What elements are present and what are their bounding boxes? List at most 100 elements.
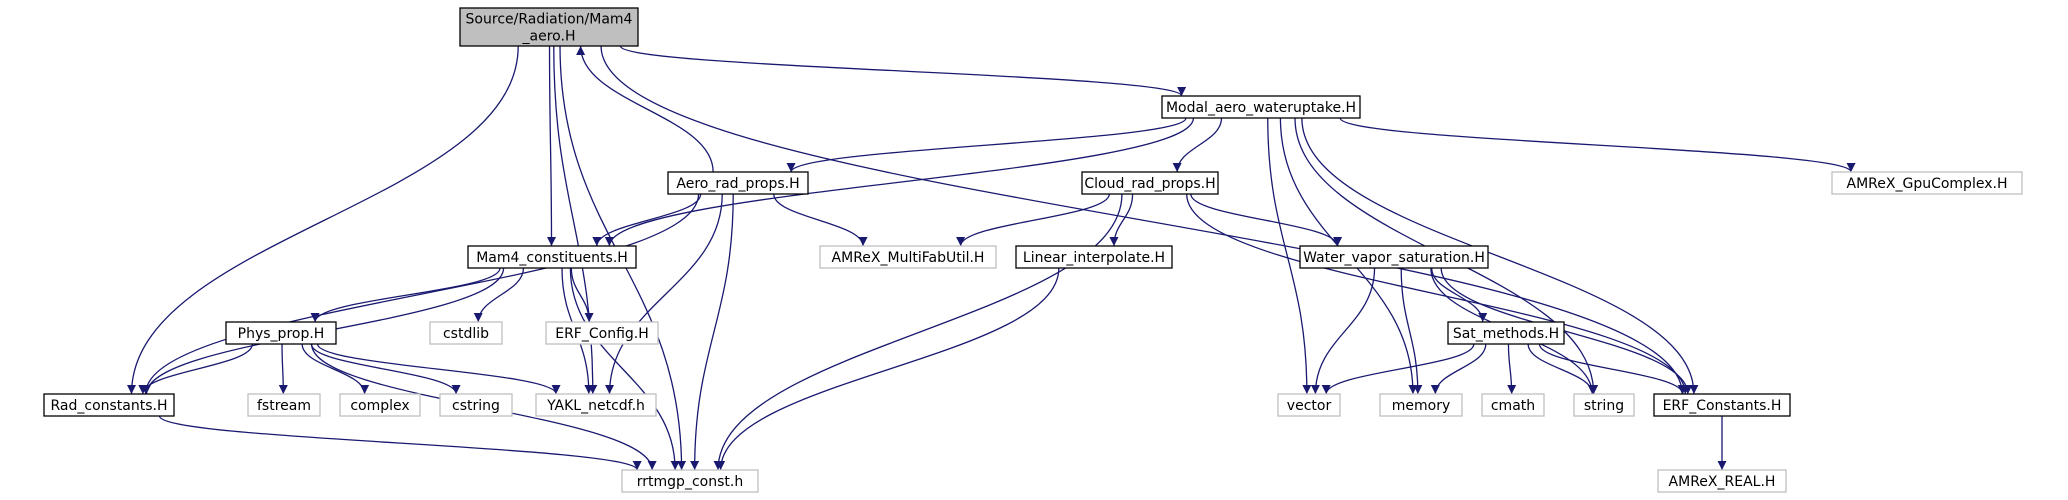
node-cloud[interactable]: Cloud_rad_props.H xyxy=(1081,171,1219,195)
node-yakl-box xyxy=(535,393,657,417)
node-vector-box xyxy=(1277,393,1341,417)
node-modal-label: Modal_aero_wateruptake.H xyxy=(1166,100,1356,116)
node-wvs[interactable]: Water_vapor_saturation.H xyxy=(1299,245,1489,269)
node-memory-box xyxy=(1379,393,1463,417)
node-mam4c-box xyxy=(467,245,637,269)
edge-aero-to-radconst xyxy=(141,193,700,395)
node-complex-box xyxy=(339,393,421,417)
edge-satmethods-to-string xyxy=(1527,343,1598,395)
node-vector: vector xyxy=(1277,393,1341,417)
edge-modal-to-mam4c xyxy=(604,117,1195,247)
node-memory-label: memory xyxy=(1392,398,1451,414)
node-aero-box xyxy=(667,171,809,195)
edge-root-to-erfconst xyxy=(600,45,1687,395)
node-amrexreal-label: AMReX_REAL.H xyxy=(1669,474,1776,490)
node-vector-label: vector xyxy=(1287,398,1332,414)
edge-aero-to-multifab xyxy=(773,193,868,247)
node-cstdlib: cstdlib xyxy=(429,321,503,345)
node-modal-box xyxy=(1161,95,1361,119)
node-yakl: YAKL_netcdf.h xyxy=(535,393,657,417)
node-erfconfig-label: ERF_Config.H xyxy=(555,326,649,342)
node-physprop[interactable]: Phys_prop.H xyxy=(225,321,337,345)
node-cloud-box xyxy=(1081,171,1219,195)
edge-wvs-to-memory xyxy=(1400,267,1423,395)
edge-root-to-mam4c xyxy=(547,45,557,247)
edge-cloud-to-wvs xyxy=(1190,193,1343,247)
node-gpucomplex-label: AMReX_GpuComplex.H xyxy=(1847,176,2008,192)
node-cstdlib-box xyxy=(429,321,503,345)
edge-modal-to-erfconst xyxy=(1301,117,1699,395)
edge-satmethods-to-cmath xyxy=(1507,343,1517,395)
node-linear-box xyxy=(1015,245,1173,269)
edge-physprop-to-complex xyxy=(301,343,370,395)
node-gpucomplex: AMReX_GpuComplex.H xyxy=(1831,171,2023,195)
node-cstring-label: cstring xyxy=(452,398,500,414)
node-physprop-label: Phys_prop.H xyxy=(238,326,325,342)
node-mam4c[interactable]: Mam4_constituents.H xyxy=(467,245,637,269)
node-cstring: cstring xyxy=(439,393,513,417)
edge-wvs-to-satmethods xyxy=(1431,267,1488,323)
node-root-box xyxy=(459,7,639,47)
node-multifab: AMReX_MultiFabUtil.H xyxy=(819,245,997,269)
node-cmath-box xyxy=(1481,393,1545,417)
edge-satmethods-to-erfconst xyxy=(1538,343,1688,395)
edge-aero-to-yakl xyxy=(605,193,723,395)
node-erfconst[interactable]: ERF_Constants.H xyxy=(1653,393,1791,417)
node-satmethods-label: Sat_methods.H xyxy=(1453,326,1559,342)
node-satmethods[interactable]: Sat_methods.H xyxy=(1447,321,1565,345)
edge-mam4c-to-physprop xyxy=(310,267,501,323)
edge-physprop-to-cstring xyxy=(310,343,461,395)
node-rrtmgp: rrtmgp_const.h xyxy=(621,469,759,493)
node-rrtmgp-label: rrtmgp_const.h xyxy=(637,474,743,490)
edge-linear-to-rrtmgp xyxy=(716,267,1060,471)
edge-mam4c-to-cstdlib xyxy=(473,267,525,323)
edge-root-to-radconst xyxy=(127,45,519,395)
edge-satmethods-to-vector xyxy=(1321,343,1475,395)
node-erfconfig-box xyxy=(545,321,659,345)
edge-cloud-to-rrtmgp xyxy=(713,193,1123,471)
node-erfconfig: ERF_Config.H xyxy=(545,321,659,345)
node-linear-label: Linear_interpolate.H xyxy=(1023,250,1165,266)
node-cstdlib-label: cstdlib xyxy=(443,326,489,342)
node-linear[interactable]: Linear_interpolate.H xyxy=(1015,245,1173,269)
node-mam4c-label: Mam4_constituents.H xyxy=(476,250,628,266)
edge-modal-to-aero xyxy=(786,117,1187,173)
node-radconst[interactable]: Rad_constants.H xyxy=(43,393,175,417)
edge-cloud-to-linear xyxy=(1109,193,1134,247)
edge-aero-to-rrtmgp xyxy=(690,193,734,471)
node-aero-label: Aero_rad_props.H xyxy=(676,176,799,192)
node-cmath: cmath xyxy=(1481,393,1545,417)
node-cstring-box xyxy=(439,393,513,417)
node-amrexreal-box xyxy=(1657,469,1787,493)
node-cmath-label: cmath xyxy=(1491,398,1535,414)
edge-wvs-to-vector xyxy=(1310,267,1376,395)
node-string-box xyxy=(1573,393,1635,417)
node-radconst-box xyxy=(43,393,175,417)
edge-cloud-to-multifab xyxy=(956,193,1110,247)
node-complex-label: complex xyxy=(350,398,409,414)
node-string: string xyxy=(1573,393,1635,417)
node-fstream-label: fstream xyxy=(257,398,311,414)
node-erfconst-box xyxy=(1653,393,1791,417)
node-multifab-label: AMReX_MultiFabUtil.H xyxy=(832,250,985,266)
node-erfconst-label: ERF_Constants.H xyxy=(1663,398,1782,414)
node-radconst-label: Rad_constants.H xyxy=(50,398,167,414)
edge-modal-to-cloud xyxy=(1172,117,1223,173)
node-physprop-box xyxy=(225,321,337,345)
node-amrexreal: AMReX_REAL.H xyxy=(1657,469,1787,493)
edge-root-to-modal xyxy=(619,45,1186,97)
node-aero[interactable]: Aero_rad_props.H xyxy=(667,171,809,195)
node-wvs-label: Water_vapor_saturation.H xyxy=(1303,250,1485,266)
node-root[interactable]: Source/Radiation/Mam4_aero.H xyxy=(459,7,639,47)
edge-physprop-to-fstream xyxy=(278,343,288,395)
node-modal[interactable]: Modal_aero_wateruptake.H xyxy=(1161,95,1361,119)
nodes-layer: Source/Radiation/Mam4_aero.H Modal_aero_w… xyxy=(43,7,2023,493)
node-multifab-box xyxy=(819,245,997,269)
node-fstream: fstream xyxy=(247,393,321,417)
node-cloud-label: Cloud_rad_props.H xyxy=(1084,176,1215,192)
node-root-label: _aero.H xyxy=(522,29,576,45)
edge-radconst-to-rrtmgp xyxy=(158,415,642,471)
edge-modal-to-gpucomplex xyxy=(1339,117,1856,173)
edge-aero-to-mam4c xyxy=(592,193,702,247)
